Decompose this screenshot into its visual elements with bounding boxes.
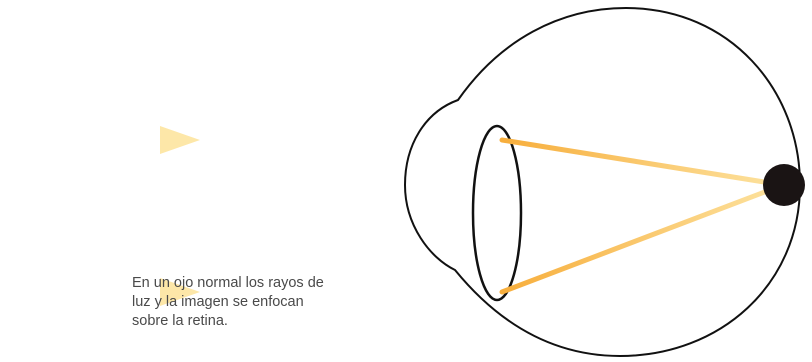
refracted-ray-upper (502, 140, 783, 185)
caption-text: En un ojo normal los rayos de luz y la i… (132, 274, 332, 331)
retina-focal-point (763, 164, 805, 206)
lens (473, 126, 521, 300)
arrow-upper-icon (160, 126, 200, 154)
refracted-ray-lower (502, 185, 783, 292)
eyeball-outline (405, 8, 800, 356)
